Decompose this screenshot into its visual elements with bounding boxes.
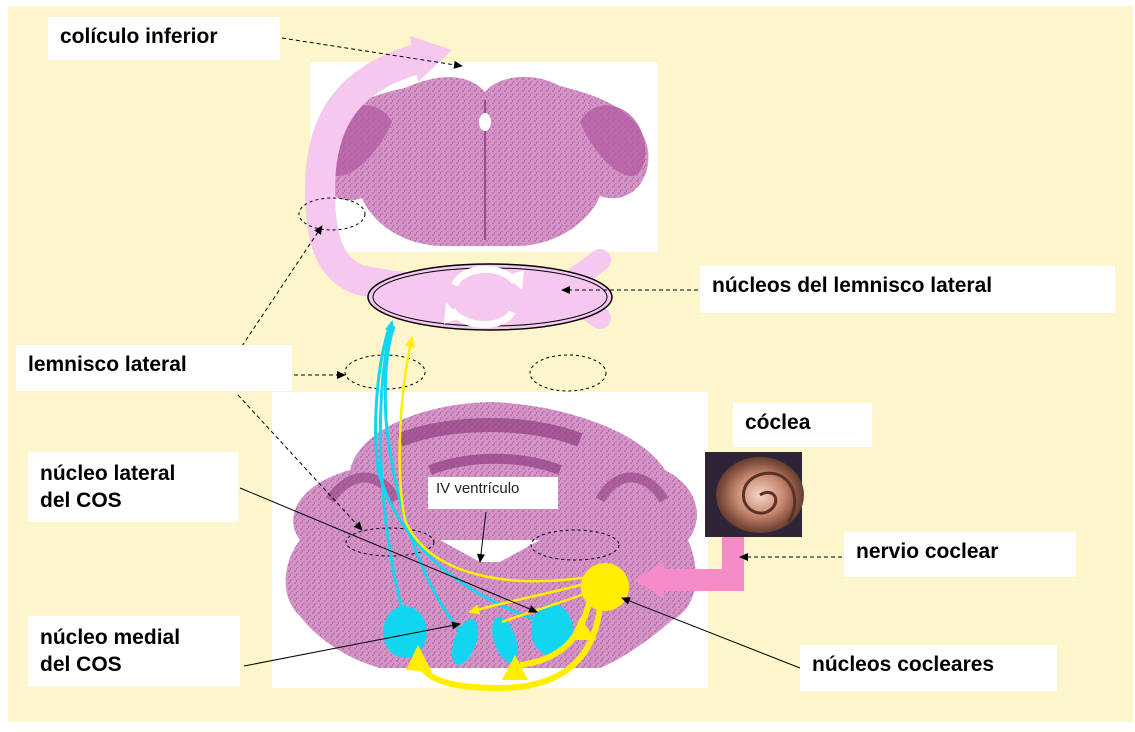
label-nucleo-medial-cos-line1: núcleo medial bbox=[40, 624, 228, 651]
label-nucleos-lemnisco-lateral: núcleos del lemnisco lateral bbox=[700, 266, 1115, 313]
leader-lemnisco-top bbox=[238, 226, 322, 352]
label-nucleo-lateral-cos-line2: del COS bbox=[40, 487, 226, 514]
label-nucleo-lateral-cos: núcleo lateral del COS bbox=[28, 452, 238, 522]
cochlear-nuclei-blob bbox=[581, 563, 629, 611]
label-iv-ventriculo: IV ventrículo bbox=[428, 477, 558, 509]
label-coclea: cóclea bbox=[733, 403, 872, 447]
label-coliculo-inferior: colículo inferior bbox=[48, 17, 280, 60]
midbrain-aqueduct bbox=[479, 113, 491, 131]
label-nucleo-medial-cos: núcleo medial del COS bbox=[28, 616, 240, 686]
label-lemnisco-lateral: lemnisco lateral bbox=[16, 345, 292, 391]
label-nucleo-lateral-cos-line1: núcleo lateral bbox=[40, 460, 226, 487]
lemniscus-marker-right bbox=[530, 355, 606, 391]
label-nervio-coclear: nervio coclear bbox=[844, 532, 1076, 577]
label-nucleo-medial-cos-line2: del COS bbox=[40, 651, 228, 678]
brainstem-section-image bbox=[272, 392, 708, 688]
lateral-lemniscus-nuclei bbox=[368, 264, 612, 330]
label-nucleos-cocleares: núcleos cocleares bbox=[800, 645, 1057, 691]
cochlea-icon bbox=[705, 452, 804, 537]
